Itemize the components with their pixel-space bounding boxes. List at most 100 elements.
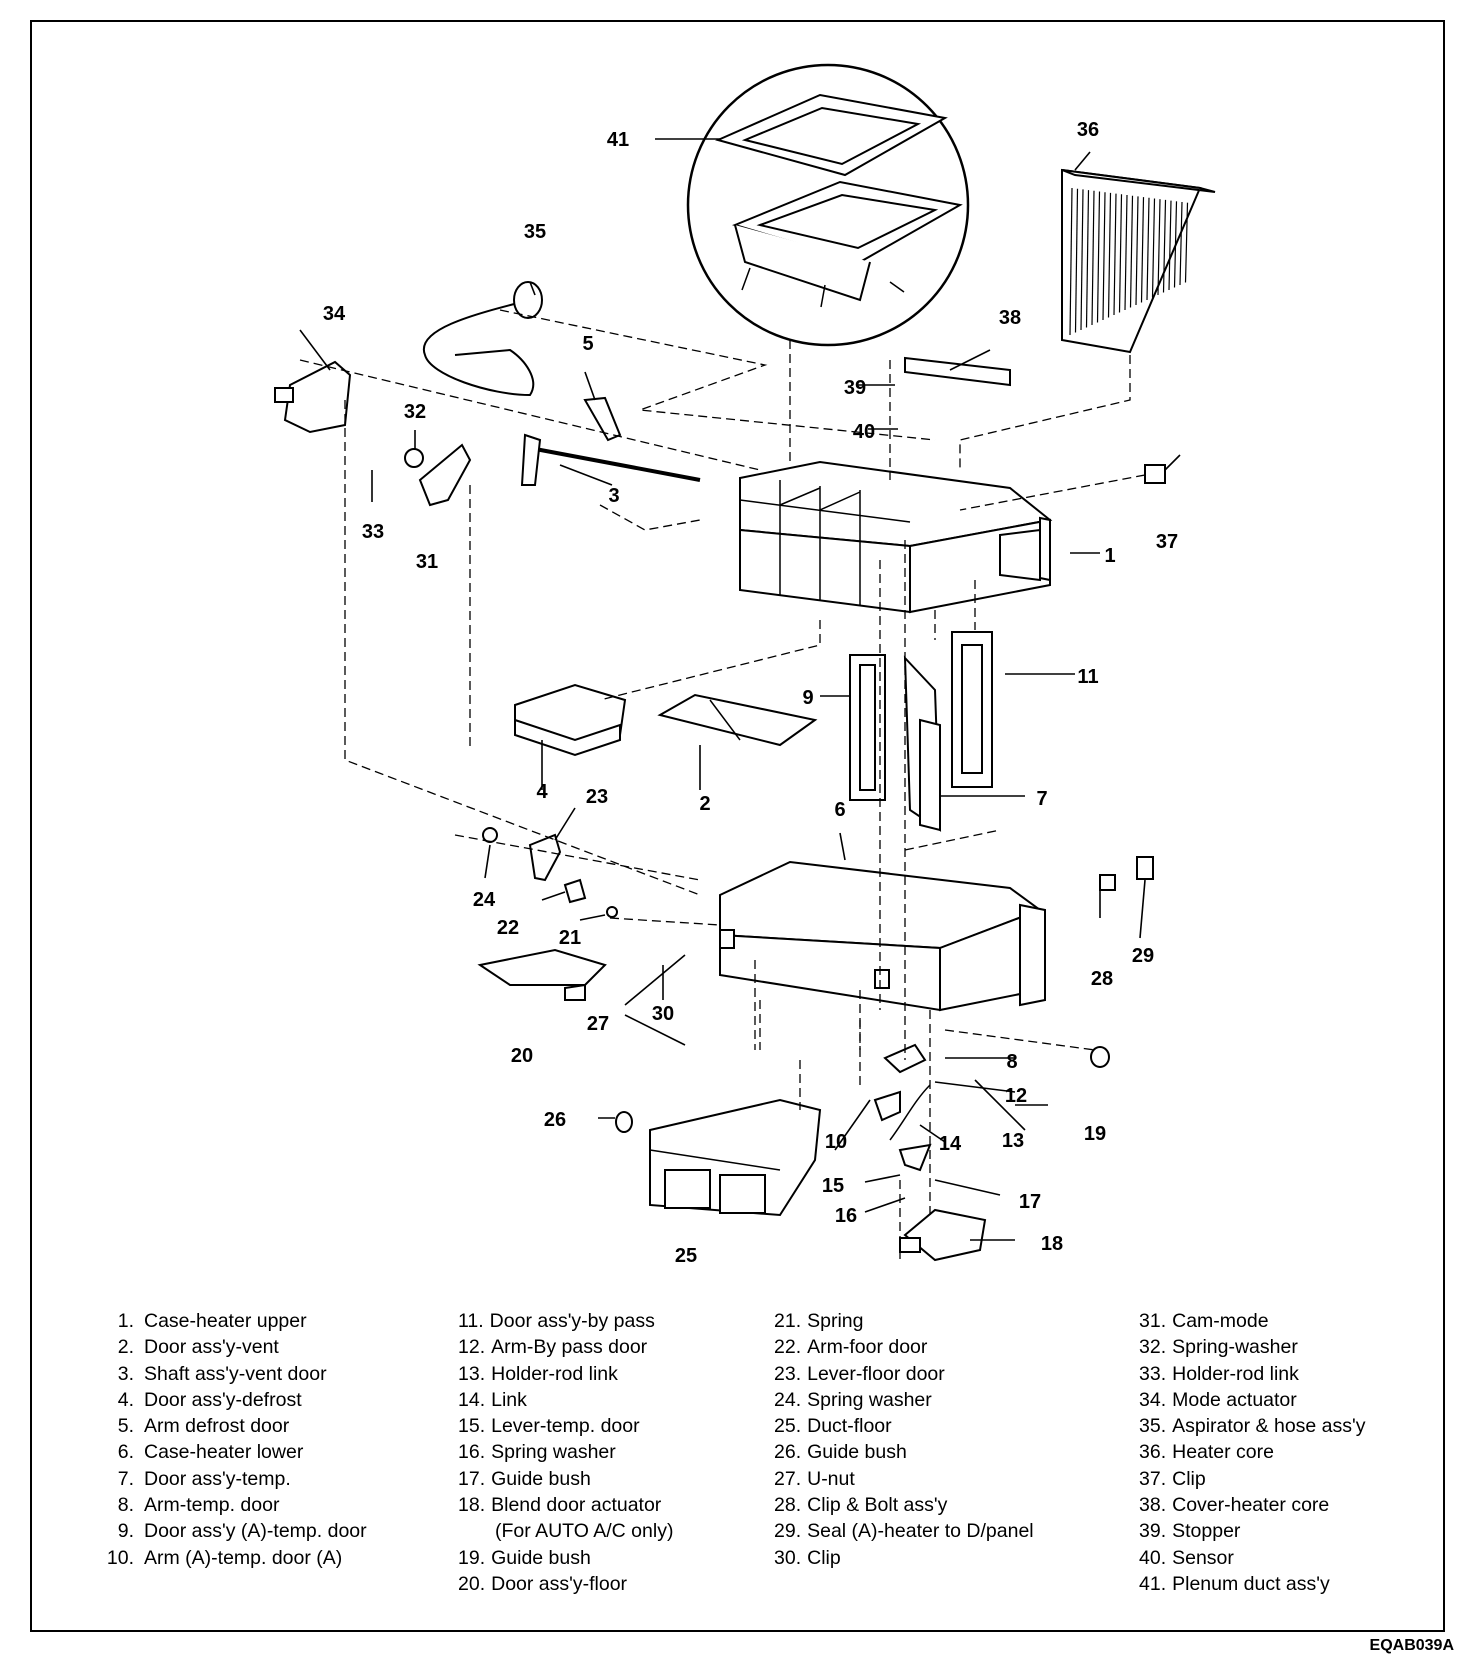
legend-item: 14.Link — [458, 1388, 527, 1411]
heater-core-fin — [1118, 194, 1123, 313]
legend-item: 8.Arm-temp. door — [117, 1494, 280, 1517]
vent-door — [657, 693, 818, 747]
legend-item: 35.Aspirator & hose ass'y — [1139, 1415, 1366, 1438]
legend-column-3: 21.Spring 22.Arm-foor door 23.Lever-floo… — [774, 1308, 1104, 1571]
callout-6: 6 — [834, 799, 845, 821]
heater-core-fin — [1074, 188, 1079, 333]
lever-floor-door — [528, 833, 562, 882]
heater-core-fin — [1129, 195, 1134, 308]
callout-26: 26 — [544, 1109, 566, 1131]
legend-item: 19.Guide bush — [458, 1546, 591, 1569]
callout-7: 7 — [1036, 788, 1047, 810]
legend-item: 21.Spring — [774, 1310, 864, 1332]
legend-item: 6.Case-heater lower — [117, 1441, 304, 1464]
legend-item: 30.Clip — [774, 1546, 841, 1569]
legend-item: 7.Door ass'y-temp. — [117, 1467, 291, 1490]
legend-item: 18.Blend door actuator — [458, 1494, 662, 1517]
heater-core-fin — [1151, 198, 1156, 298]
heater-core-fin — [1102, 192, 1106, 321]
callout-4: 4 — [536, 781, 548, 803]
legend-item: 39.Stopper — [1139, 1520, 1241, 1543]
blend-door-actuator — [899, 1208, 987, 1262]
callout-39: 39 — [844, 377, 866, 399]
heater-core-fin — [1184, 202, 1189, 283]
heater-core-fin — [1140, 197, 1145, 303]
temp-door-a — [849, 654, 886, 801]
legend-item: 37.Clip — [1139, 1467, 1206, 1490]
exploded-view-diagram: 41 36 35 34 5 38 39 40 32 3 33 31 37 1 1… — [274, 63, 1216, 1267]
mode-actuator — [274, 360, 352, 434]
callout-33: 33 — [362, 521, 384, 543]
cover-heater-core — [904, 356, 1011, 387]
legend-item: 24.Spring washer — [774, 1388, 932, 1411]
legend-item: 4.Door ass'y-defrost — [117, 1388, 302, 1411]
callout-11: 11 — [1077, 666, 1098, 688]
legend-item: 9.Door ass'y (A)-temp. door — [117, 1520, 367, 1543]
legend-item: 13.Holder-rod link — [458, 1362, 618, 1385]
heater-core-fin — [1080, 189, 1084, 331]
legend-item: 20.Door ass'y-floor — [458, 1572, 628, 1595]
legend-item: 41.Plenum duct ass'y — [1139, 1572, 1330, 1595]
legend-item: 38.Cover-heater core — [1139, 1494, 1330, 1517]
legend-item: 23.Lever-floor door — [774, 1362, 945, 1385]
legend-item: 33.Holder-rod link — [1139, 1362, 1299, 1385]
heater-core-fin — [1173, 201, 1178, 288]
heater-core — [1061, 168, 1216, 354]
legend-item: 32.Spring-washer — [1139, 1336, 1298, 1359]
callout-25: 25 — [675, 1245, 697, 1267]
legend-item: 22.Arm-foor door — [774, 1336, 928, 1359]
heater-core-fin — [1157, 199, 1161, 296]
callout-9: 9 — [802, 687, 813, 709]
callout-41: 41 — [607, 129, 629, 151]
legend-item-continuation: (For AUTO A/C only) — [495, 1520, 674, 1543]
callout-27: 27 — [587, 1013, 609, 1035]
heater-core-fin — [1146, 197, 1150, 301]
heater-core-fin — [1085, 190, 1090, 328]
legend-item: 25.Duct-floor — [774, 1415, 892, 1438]
legend-item: 16.Spring washer — [458, 1441, 616, 1464]
figure-frame — [30, 20, 1445, 1632]
assembly-lines — [299, 309, 1146, 1260]
legend-item: 29.Seal (A)-heater to D/panel — [774, 1520, 1034, 1543]
legend-item: 27.U-nut — [774, 1467, 855, 1490]
legend-item: 2.Door ass'y-vent — [117, 1336, 279, 1359]
legend-item: 34.Mode actuator — [1139, 1388, 1297, 1411]
defrost-door — [514, 683, 627, 757]
callout-3: 3 — [608, 485, 619, 507]
legend-item: 12.Arm-By pass door — [458, 1336, 648, 1359]
legend-item: 11.Door ass'y-by pass — [458, 1310, 655, 1332]
callout-36: 36 — [1077, 119, 1099, 141]
callout-28: 28 — [1091, 968, 1113, 990]
heater-core-fin — [1179, 201, 1183, 286]
callout-38: 38 — [999, 307, 1021, 329]
floor-door — [477, 948, 607, 1001]
case-heater-upper — [739, 460, 1053, 614]
callout-1: 1 — [1104, 545, 1115, 567]
callout-37: 37 — [1156, 531, 1178, 553]
legend-item: 10.Arm (A)-temp. door (A) — [106, 1546, 343, 1569]
heater-core-fin — [1096, 191, 1101, 323]
legend-item: 26.Guide bush — [774, 1441, 907, 1464]
callout-31: 31 — [416, 551, 438, 573]
callout-labels: 41 36 35 34 5 38 39 40 32 3 33 31 37 1 1… — [323, 119, 1178, 1267]
heater-core-fin — [1124, 194, 1128, 311]
callout-8: 8 — [1006, 1051, 1017, 1073]
legend-column-1: 1.Case-heater upper 2.Door ass'y-vent 3.… — [106, 1308, 436, 1571]
callout-18: 18 — [1041, 1233, 1063, 1255]
heater-core-fin — [1107, 192, 1112, 318]
callout-19: 19 — [1084, 1123, 1106, 1145]
legend-item: 17.Guide bush — [458, 1467, 591, 1490]
legend-item: 40.Sensor — [1139, 1546, 1234, 1569]
callout-29: 29 — [1132, 945, 1154, 967]
figure-code: EQAB039A — [1369, 1637, 1454, 1654]
heater-core-fin — [1162, 199, 1167, 293]
callout-2: 2 — [699, 793, 710, 815]
legend-column-2: 11.Door ass'y-by pass 12.Arm-By pass doo… — [458, 1308, 788, 1597]
heater-core-fin — [1113, 193, 1117, 316]
vent-door-shaft — [520, 433, 701, 486]
callout-10: 10 — [825, 1131, 847, 1153]
callout-24: 24 — [473, 889, 496, 911]
callout-34: 34 — [323, 303, 346, 325]
leader-lines — [299, 138, 1181, 1241]
callout-12: 12 — [1005, 1085, 1027, 1107]
